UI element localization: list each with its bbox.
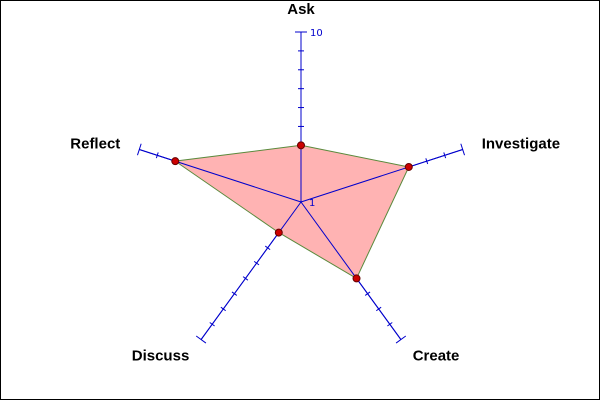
data-markers: [139, 32, 463, 340]
axis-label-create: Create: [413, 348, 460, 365]
data-point-discuss: [274, 228, 283, 237]
axis-spoke-reflect: [139, 148, 302, 203]
scale-max-label: 10: [310, 28, 323, 39]
scale-min-label: 1: [309, 198, 315, 209]
axis-spoke-discuss: [200, 201, 302, 340]
axis-label-investigate: Investigate: [482, 135, 560, 152]
data-point-reflect: [171, 157, 180, 166]
data-point-create: [352, 274, 361, 283]
axis-label-reflect: Reflect: [70, 135, 120, 152]
axis-spoke-investigate: [300, 148, 463, 203]
data-area: [173, 144, 410, 280]
data-point-investigate: [404, 162, 413, 171]
data-point-ask: [297, 141, 305, 150]
axis-label-discuss: Discuss: [132, 348, 190, 365]
axis-spoke-create: [300, 201, 402, 340]
axis-label-ask: Ask: [287, 1, 315, 18]
axis-tick: [460, 143, 466, 156]
